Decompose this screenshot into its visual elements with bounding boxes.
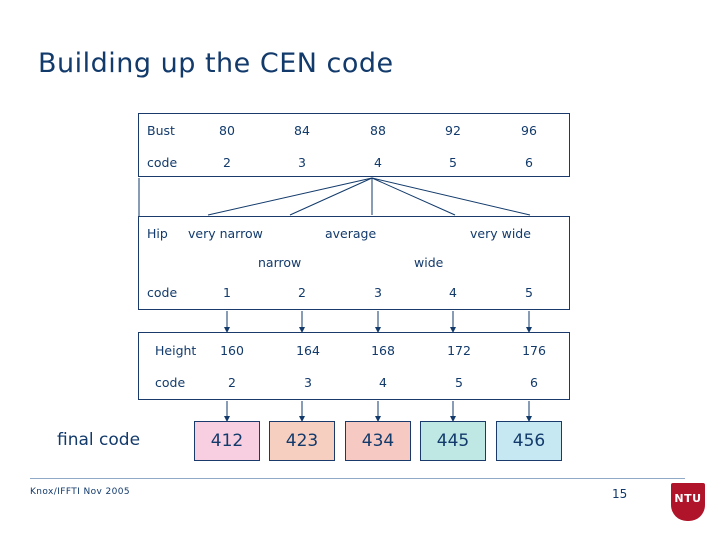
bust-value-0: 80	[219, 123, 235, 138]
final-code-chip-1: 423	[269, 421, 335, 461]
logo-text: NTU	[674, 492, 702, 505]
height-value-0: 160	[220, 343, 244, 358]
height-code-2: 4	[379, 375, 387, 390]
bust-row-label: Bust	[147, 123, 175, 138]
footer-text: Knox/IFFTI Nov 2005	[30, 487, 130, 497]
hip-code-0: 1	[223, 285, 231, 300]
height-code-0: 2	[228, 375, 236, 390]
hip-descriptor-wide: wide	[414, 255, 444, 270]
hip-code-label: code	[147, 285, 178, 300]
bust-code-4: 6	[525, 155, 533, 170]
final-code-chip-0: 412	[194, 421, 260, 461]
hip-descriptor-very-narrow: very narrow	[188, 226, 263, 241]
height-value-2: 168	[371, 343, 395, 358]
height-value-4: 176	[522, 343, 546, 358]
ntu-logo-icon: NTU	[671, 483, 705, 529]
bust-code-2: 4	[374, 155, 382, 170]
footer-divider	[30, 478, 685, 479]
shield-shape	[671, 483, 705, 521]
height-table	[138, 332, 570, 400]
hip-code-2: 3	[374, 285, 382, 300]
hip-code-1: 2	[298, 285, 306, 300]
bust-value-1: 84	[294, 123, 310, 138]
hip-descriptor-narrow: narrow	[258, 255, 302, 270]
hip-code-3: 4	[449, 285, 457, 300]
height-code-3: 5	[455, 375, 463, 390]
final-code-label: final code	[57, 430, 141, 450]
height-code-4: 6	[530, 375, 538, 390]
final-code-chip-4: 456	[496, 421, 562, 461]
height-code-1: 3	[304, 375, 312, 390]
height-code-label: code	[155, 375, 186, 390]
page-number: 15	[612, 487, 628, 501]
hip-table	[138, 216, 570, 310]
bust-value-2: 88	[370, 123, 386, 138]
hip-descriptor-average: average	[325, 226, 377, 241]
bust-value-3: 92	[445, 123, 461, 138]
bust-code-label: code	[147, 155, 178, 170]
bust-table	[138, 113, 570, 177]
final-code-chip-2: 434	[345, 421, 411, 461]
height-value-3: 172	[447, 343, 471, 358]
bust-code-0: 2	[223, 155, 231, 170]
bust-value-4: 96	[521, 123, 537, 138]
height-value-1: 164	[296, 343, 320, 358]
hip-code-4: 5	[525, 285, 533, 300]
height-row-label: Height	[155, 343, 197, 358]
hip-descriptor-very-wide: very wide	[470, 226, 531, 241]
bust-code-1: 3	[298, 155, 306, 170]
hip-row-label: Hip	[147, 226, 168, 241]
final-code-chip-3: 445	[420, 421, 486, 461]
bust-code-3: 5	[449, 155, 457, 170]
page-title: Building up the CEN code	[38, 48, 394, 79]
